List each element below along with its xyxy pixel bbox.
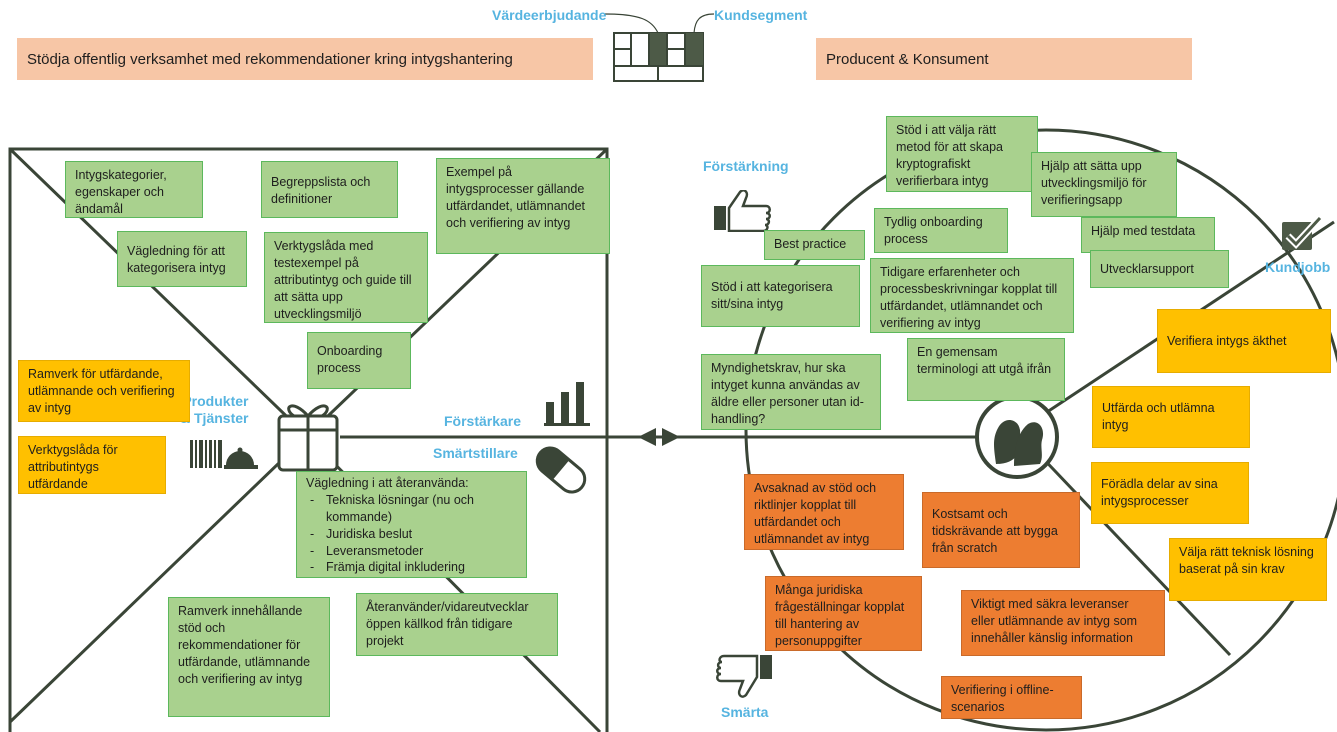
checkmark-icon bbox=[1282, 216, 1323, 250]
thumbs-down-icon bbox=[716, 654, 772, 698]
callout-line-value bbox=[604, 13, 659, 34]
pill-icon bbox=[535, 446, 587, 494]
note-onboarding-process: Onboarding process bbox=[307, 332, 411, 389]
canvas-thumbnail-icon bbox=[613, 32, 704, 82]
value-map-diagonal-main bbox=[8, 147, 309, 438]
note-ateranvander-kallkod: Återanvänder/vidareutvecklar öppen källk… bbox=[356, 593, 558, 656]
thumbs-up-icon bbox=[714, 190, 771, 232]
gift-icon bbox=[277, 404, 339, 472]
note-gain-terminologi: En gemensam terminologi att utgå ifrån bbox=[907, 338, 1065, 401]
customer-profile-line-lower bbox=[1033, 448, 1232, 657]
note-gain-myndighetskrav: Myndighetskrav, hur ska intyget kunna an… bbox=[701, 354, 881, 430]
value-proposition-label: Värdeerbjudande bbox=[492, 7, 607, 23]
note-exempel-intygsprocesser: Exempel på intygsprocesser gällande utfä… bbox=[436, 158, 610, 254]
pain-relievers-label: Smärtstillare bbox=[433, 445, 518, 461]
customer-profile-circle bbox=[744, 128, 1337, 732]
note-intygskategorier: Intygskategorier, egenskaper och ändamål bbox=[65, 161, 203, 218]
note-gain-utvecklingsmiljo: Hjälp att sätta upp utvecklingsmiljö för… bbox=[1031, 152, 1177, 217]
reuse-note-item: Tekniska lösningar (nu och kommande) bbox=[306, 492, 517, 526]
callout-line-customer bbox=[693, 13, 715, 34]
note-pain-offline: Verifiering i offline-scenarios bbox=[941, 676, 1082, 719]
value-proposition-banner: Stödja offentlig verksamhet med rekommen… bbox=[17, 38, 593, 80]
note-vagledning-kategorisera: Vägledning för att kategorisera intyg bbox=[117, 231, 247, 287]
note-pain-kostsamt: Kostsamt och tidskrävande att bygga från… bbox=[922, 492, 1080, 568]
reuse-note-list: Tekniska lösningar (nu och kommande) Jur… bbox=[306, 492, 517, 576]
note-vagledning-ateranvanda: Vägledning i att återanvända: Tekniska l… bbox=[296, 471, 527, 578]
note-gain-metod: Stöd i att välja rätt metod för att skap… bbox=[886, 116, 1038, 192]
gain-creators-label: Förstärkare bbox=[444, 413, 522, 429]
products-label-line2: & Tjänster bbox=[180, 409, 249, 426]
reuse-note-title: Vägledning i att återanvända: bbox=[306, 476, 469, 490]
note-ramverk-stod: Ramverk innehållande stöd och rekommenda… bbox=[168, 597, 330, 717]
note-pain-avsaknad: Avsaknad av stöd och riktlinjer kopplat … bbox=[744, 474, 904, 550]
reuse-note-item: Juridiska beslut bbox=[306, 526, 517, 543]
note-job-valja-losning: Välja rätt teknisk lösning baserat på si… bbox=[1169, 538, 1327, 601]
note-gain-kategorisera: Stöd i att kategorisera sitt/sina intyg bbox=[701, 265, 860, 327]
note-gain-testdata: Hjälp med testdata bbox=[1081, 217, 1215, 253]
note-gain-best-practice: Best practice bbox=[764, 230, 865, 260]
products-services-label: Produkter & Tjänster bbox=[180, 393, 248, 427]
note-verktygslada-attributintyg: Verktygslåda för attributintygs utfärdan… bbox=[18, 436, 166, 494]
value-map-diagonal-bottom bbox=[8, 434, 309, 724]
note-begreppslista: Begreppslista och definitioner bbox=[261, 161, 398, 218]
gains-label: Förstärkning bbox=[703, 158, 789, 174]
bar-chart-icon bbox=[544, 382, 590, 426]
note-ramverk-utfardande: Ramverk för utfärdande, utlämnande och v… bbox=[18, 360, 190, 422]
pains-label: Smärta bbox=[721, 704, 769, 720]
note-verktygslada-testexempel: Verktygslåda med testexempel på attribut… bbox=[264, 232, 428, 323]
note-gain-onboarding: Tydlig onboarding process bbox=[874, 208, 1008, 253]
products-label-line1: Produkter bbox=[182, 393, 249, 409]
note-job-utfarda: Utfärda och utlämna intyg bbox=[1092, 386, 1250, 448]
reuse-note-item: Leveransmetoder bbox=[306, 543, 517, 560]
jobs-label: Kundjobb bbox=[1265, 259, 1331, 275]
customer-faces-icon bbox=[975, 395, 1059, 479]
fit-arrow-left bbox=[638, 428, 656, 446]
note-pain-juridiska: Många juridiska frågeställningar kopplat… bbox=[765, 576, 922, 651]
customer-segment-banner: Producent & Konsument bbox=[816, 38, 1192, 80]
value-map-frame bbox=[8, 147, 609, 732]
note-gain-erfarenheter: Tidigare erfarenheter och processbeskriv… bbox=[870, 258, 1074, 333]
reuse-note-item: Främja digital inkludering bbox=[306, 559, 517, 576]
note-job-verifiera: Verifiera intygs äkthet bbox=[1157, 309, 1331, 373]
note-job-foradla: Förädla delar av sina intygsprocesser bbox=[1091, 462, 1249, 524]
barcode-bell-icon bbox=[190, 440, 258, 469]
note-gain-utvecklarsupport: Utvecklarsupport bbox=[1090, 250, 1229, 288]
fit-arrow-right bbox=[662, 428, 680, 446]
note-pain-sakra-leveranser: Viktigt med säkra leveranser eller utläm… bbox=[961, 590, 1165, 656]
customer-segment-label: Kundsegment bbox=[714, 7, 808, 23]
